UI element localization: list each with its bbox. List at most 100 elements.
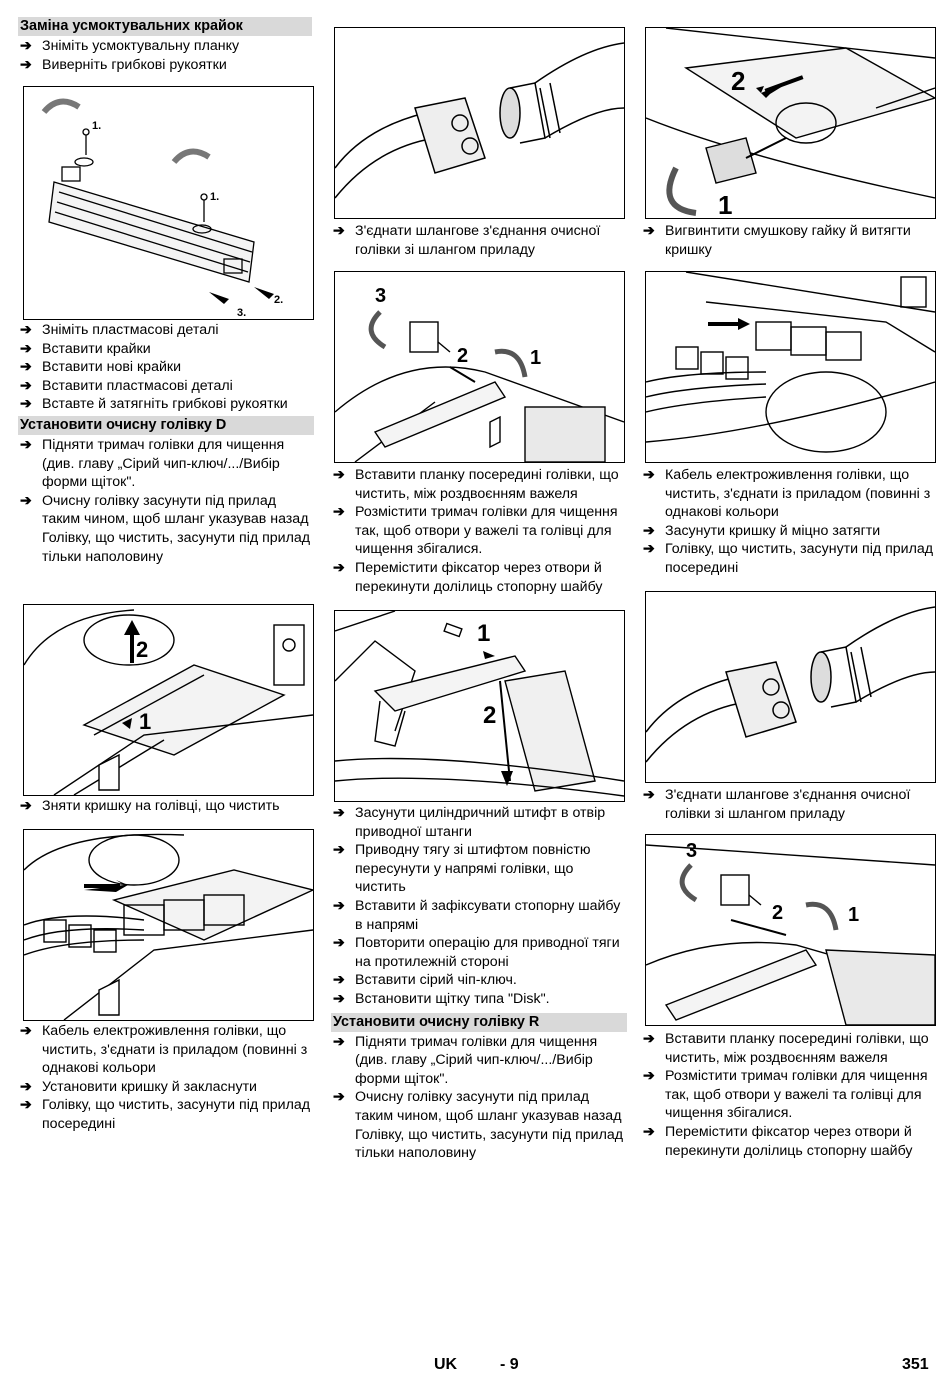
arrow-icon: ➔ — [20, 492, 32, 509]
arrow-icon: ➔ — [333, 935, 345, 952]
step-item: ➔Кабель електроживлення голівки, що чист… — [20, 1023, 308, 1077]
arrow-icon: ➔ — [20, 1078, 32, 1095]
steps-list: ➔З'єднати шлангове з'єднання очисної гол… — [641, 786, 937, 823]
step-item: ➔Очисну голівку засунути під прилад таки… — [20, 492, 309, 528]
lever-mount-r-illustration: 3 2 1 — [646, 840, 935, 1025]
arrow-icon: ➔ — [20, 377, 32, 394]
figure-callout: 2. — [274, 294, 283, 306]
step-item: ➔Виверніть грибкові рукоятки — [20, 56, 227, 73]
cable-connection-r-illustration — [646, 272, 935, 453]
arrow-icon: ➔ — [333, 559, 345, 576]
figure-callout: 1 — [530, 347, 541, 369]
steps-list: ➔Кабель електроживлення голівки, що чист… — [641, 466, 937, 578]
steps-list: ➔Зніміть пластмасові деталі ➔Вставити кр… — [18, 321, 314, 414]
column-left-fig3-caption: ➔Кабель електроживлення голівки, що чист… — [18, 1022, 314, 1134]
figure-connect-cable-r — [645, 271, 936, 463]
arrow-icon: ➔ — [643, 1123, 655, 1140]
arrow-icon: ➔ — [333, 897, 345, 914]
step-item: ➔Кабель електроживлення голівки, що чист… — [643, 467, 931, 521]
column-middle-fig6-caption: ➔Засунути циліндричний штифт в отвір при… — [331, 804, 627, 1163]
arrow-icon: ➔ — [20, 1097, 32, 1114]
figure-drive-rod-pin: 1 2 — [334, 610, 625, 802]
arrow-icon: ➔ — [20, 38, 32, 54]
steps-list: ➔Вигвинтити смушкову гайку й витягти кри… — [641, 222, 937, 259]
knob-cover-illustration: 2 1 — [646, 28, 935, 218]
arrow-icon: ➔ — [20, 322, 32, 338]
section-title-install-head-d: Установити очисну голівку D — [18, 415, 314, 435]
arrow-icon: ➔ — [20, 56, 32, 73]
step-item: ➔Засунути кришку й міцно затягти — [643, 522, 881, 539]
arrow-icon: ➔ — [643, 467, 655, 483]
column-left-continued: ➔Зніміть пластмасові деталі ➔Вставити кр… — [18, 321, 314, 566]
figure-hose-coupling-r — [645, 591, 936, 783]
step-item: ➔Встановити щітку типа "Disk". — [333, 990, 550, 1007]
figure-callout: 1. — [92, 120, 101, 132]
step-item: ➔Повторити операцію для приводної тяги н… — [333, 935, 620, 970]
step-item: ➔Вставити й зафіксувати стопорну шайбу в… — [333, 897, 621, 933]
steps-list: ➔Підняти тримач голівки для чищення (див… — [18, 436, 314, 529]
steps-list: ➔Вставити планку посередині голівки, що … — [641, 1030, 937, 1160]
arrow-icon: ➔ — [643, 541, 655, 558]
steps-list: ➔Підняти тримач голівки для чищення (див… — [331, 1033, 627, 1126]
step-item: ➔Перемістити фіксатор через отвори й пер… — [643, 1123, 913, 1159]
section-title-replace-lips: Заміна усмоктувальних крайок — [18, 17, 312, 36]
step-item: ➔Вигвинтити смушкову гайку й витягти кри… — [643, 223, 911, 258]
squeegee-illustration: 1. 1. 2. 3. — [41, 98, 283, 319]
figure-lever-mount: 3 2 1 — [334, 271, 625, 463]
arrow-icon: ➔ — [333, 504, 345, 521]
figure-callout: 2 — [731, 66, 745, 96]
figure-callout: 1 — [848, 904, 859, 926]
step-item: ➔Підняти тримач голівки для чищення (див… — [333, 1033, 598, 1087]
figure-callout: 1 — [139, 709, 151, 734]
step-item: ➔Розмістити тримач голівки для чищення т… — [333, 504, 618, 558]
step-item: ➔Розмістити тримач голівки для чищення т… — [643, 1068, 928, 1122]
column-middle-fig5-caption: ➔Вставити планку посередині голівки, що … — [331, 466, 627, 596]
column-left-fig2-caption: ➔Зняти кришку на голівці, що чистить — [18, 797, 314, 816]
figure-callout: 3 — [375, 285, 386, 307]
steps-list: ➔Зняти кришку на голівці, що чистить — [18, 797, 314, 816]
figure-callout: 3 — [686, 840, 697, 862]
arrow-icon: ➔ — [333, 842, 345, 859]
arrow-icon: ➔ — [20, 798, 32, 814]
step-item: ➔Зніміть усмоктувальну планку — [20, 38, 240, 54]
figure-squeegee-exploded: 1. 1. 2. 3. — [23, 86, 314, 320]
arrow-icon: ➔ — [643, 1068, 655, 1085]
step-item: ➔Вставити планку посередині голівки, що … — [643, 1031, 929, 1066]
step-item: ➔Вставити нові крайки — [20, 359, 182, 376]
column-right-fig10-caption: ➔Вставити планку посередині голівки, що … — [641, 1030, 937, 1160]
figure-callout: 3. — [237, 307, 246, 319]
section-title-install-head-r: Установити очисну голівку R — [331, 1012, 627, 1032]
steps-list: ➔Вставити планку посередині голівки, що … — [331, 466, 627, 596]
steps-list: ➔Засунути циліндричний штифт в отвір при… — [331, 804, 627, 1009]
arrow-icon: ➔ — [333, 223, 345, 239]
step-item: ➔З'єднати шлангове з'єднання очисної гол… — [333, 223, 601, 258]
arrow-icon: ➔ — [20, 1023, 32, 1039]
step-item: ➔Голівку, що чистить, засунути під прила… — [20, 1097, 311, 1132]
column-right: ➔Вигвинтити смушкову гайку й витягти кри… — [641, 222, 937, 259]
steps-list: ➔Кабель електроживлення голівки, що чист… — [18, 1022, 314, 1134]
column-right-fig9-caption: ➔З'єднати шлангове з'єднання очисної гол… — [641, 786, 937, 823]
arrow-icon: ➔ — [20, 396, 32, 413]
hose-coupling-illustration — [335, 42, 624, 199]
column-middle: ➔З'єднати шлангове з'єднання очисної гол… — [331, 222, 627, 259]
arrow-icon: ➔ — [333, 990, 345, 1007]
figure-callout: 1. — [210, 191, 219, 203]
figure-remove-knob-cover: 2 1 — [645, 27, 936, 219]
arrow-icon: ➔ — [643, 522, 655, 539]
arrow-icon: ➔ — [333, 467, 345, 483]
arrow-icon: ➔ — [643, 787, 655, 803]
arrow-icon: ➔ — [643, 223, 655, 239]
figure-callout: 2 — [483, 702, 496, 729]
arrow-icon: ➔ — [20, 340, 32, 357]
footer-section-page: - 9 — [500, 1356, 519, 1373]
figure-callout: 1 — [477, 620, 490, 647]
step-item: ➔Приводну тягу зі штифтом повністю перес… — [333, 842, 591, 896]
figure-callout: 2 — [136, 637, 148, 662]
figure-hose-coupling — [334, 27, 625, 219]
figure-connect-cable — [23, 829, 314, 1021]
column-right-fig8-caption: ➔Кабель електроживлення голівки, що чист… — [641, 466, 937, 578]
figure-callout: 2 — [457, 345, 468, 367]
footer-language: UK — [434, 1356, 458, 1373]
step-item: ➔Зняти кришку на голівці, що чистить — [20, 798, 280, 814]
step-item: ➔Перемістити фіксатор через отвори й пер… — [333, 559, 603, 595]
